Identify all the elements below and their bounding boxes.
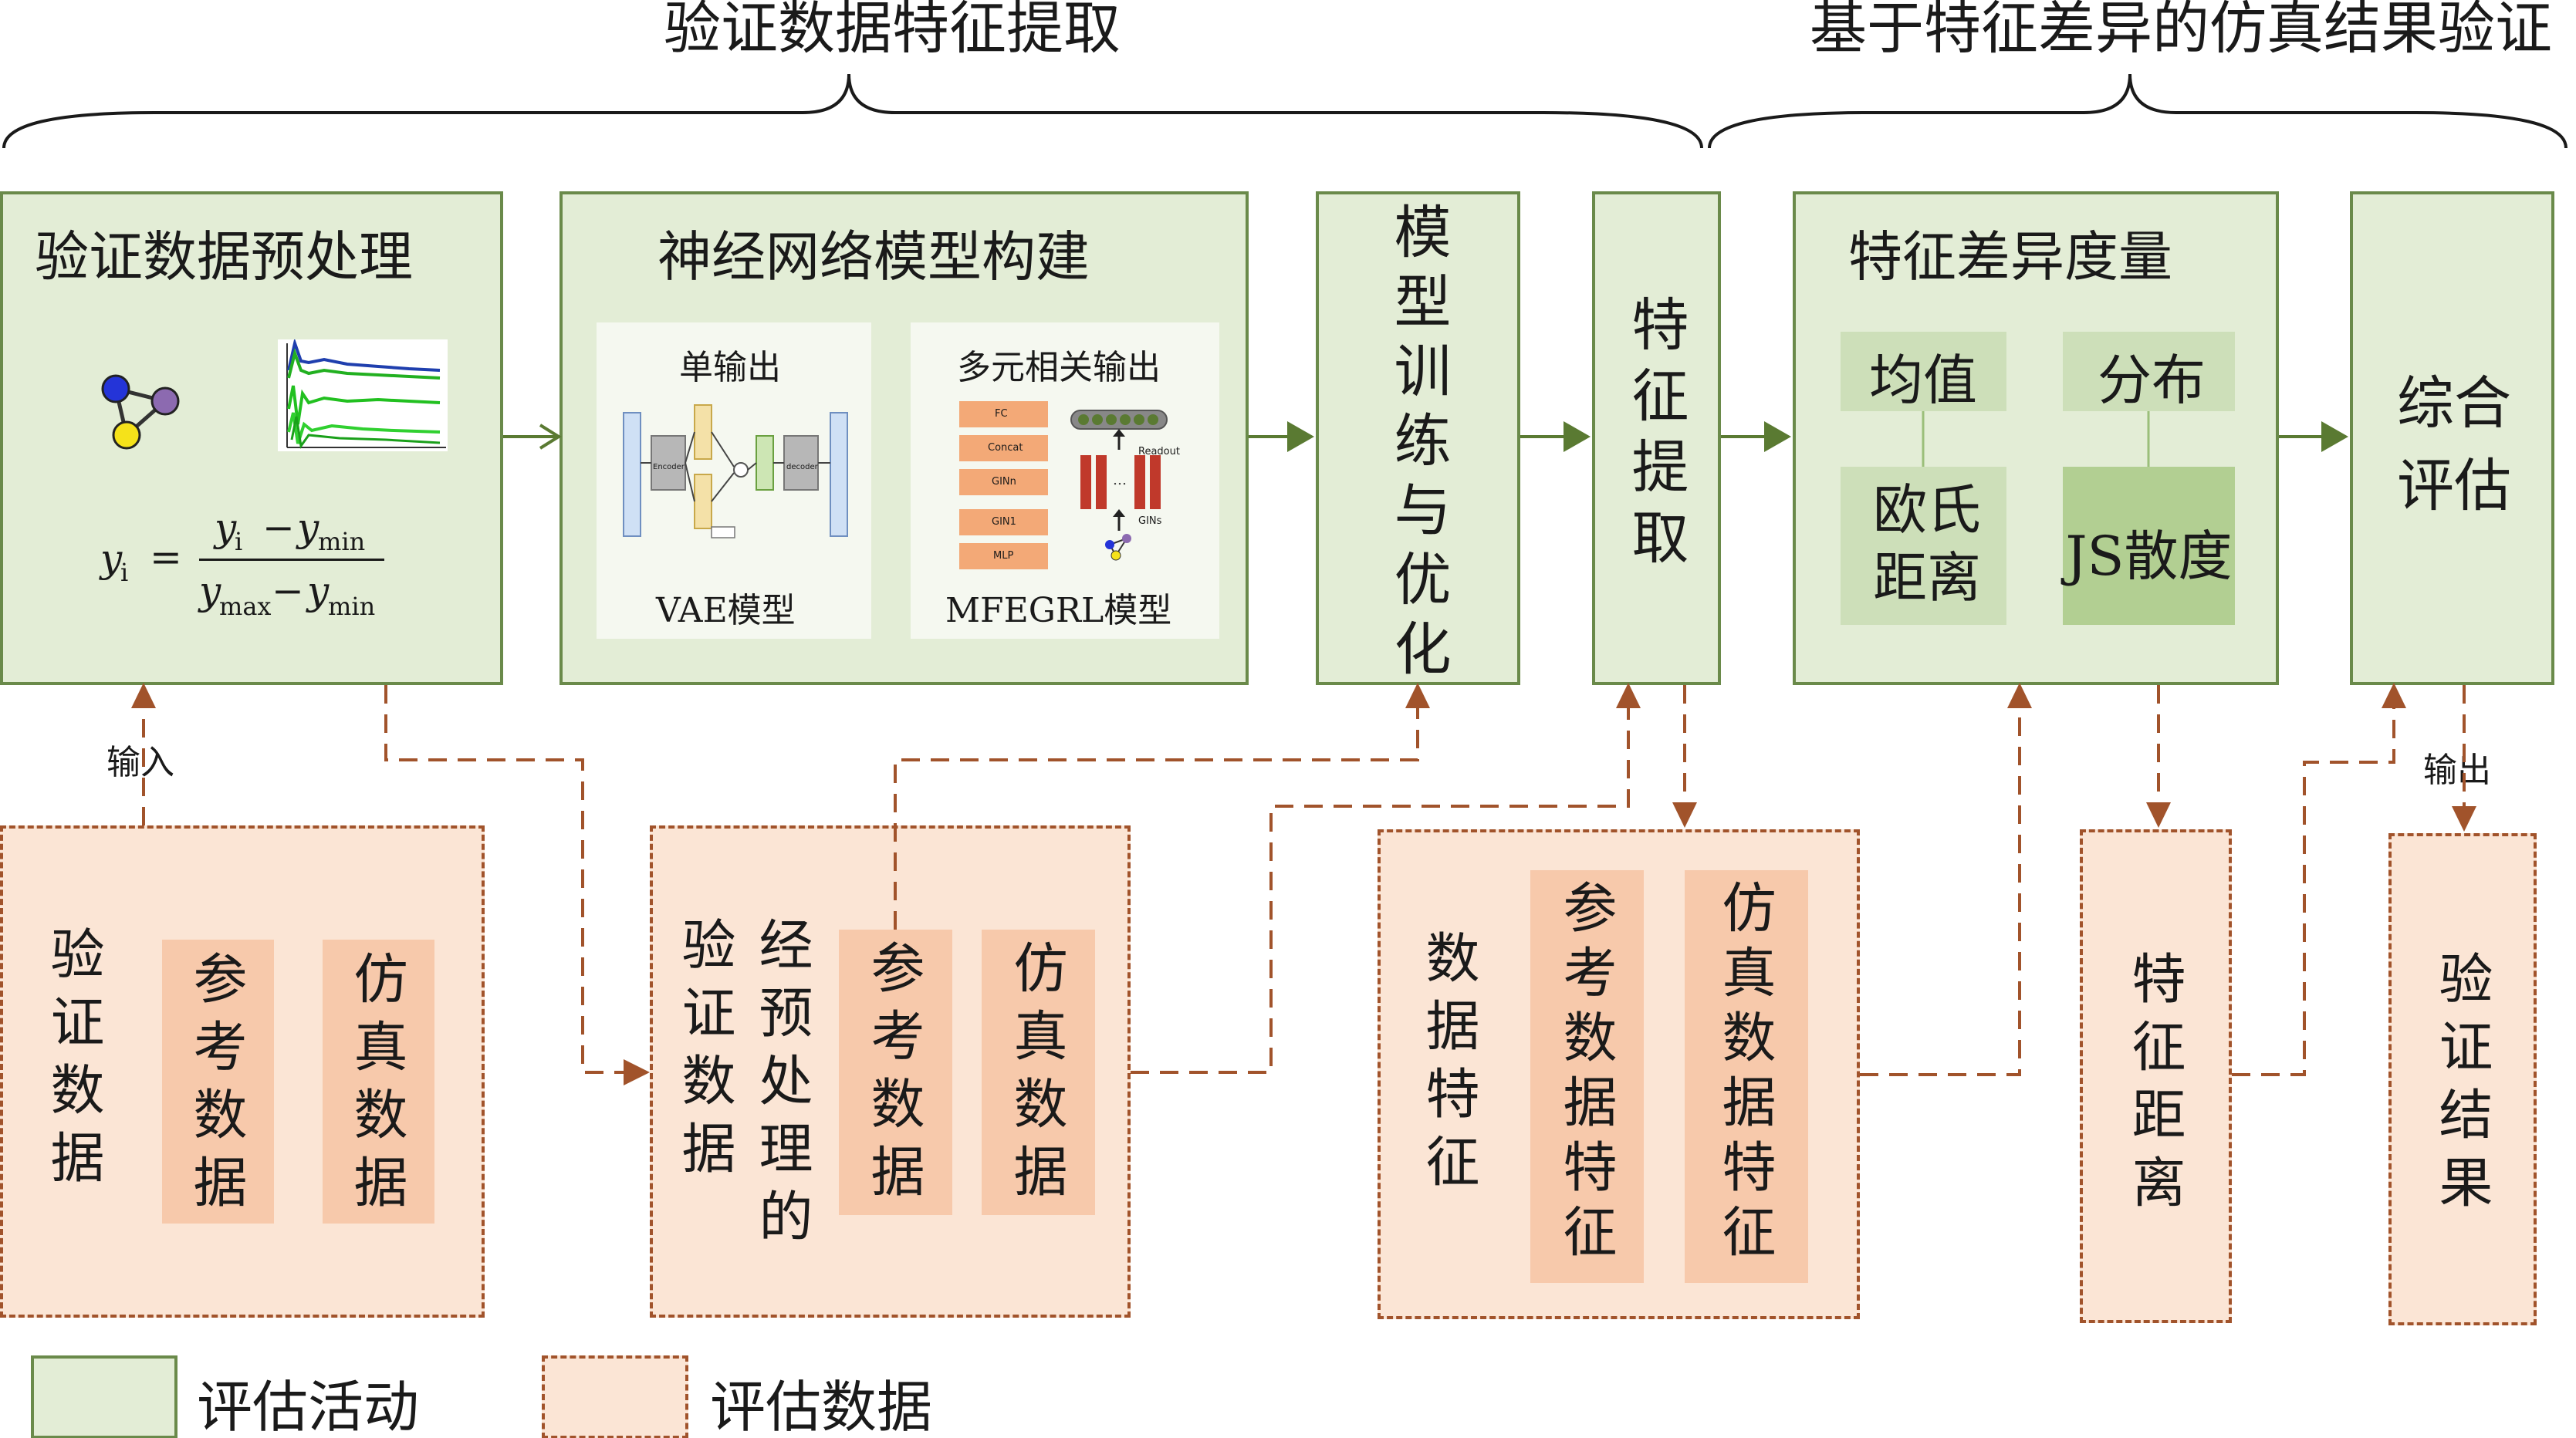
graph-icon — [99, 369, 191, 454]
mfegrl-caption: MFEGRL模型 — [945, 591, 1172, 630]
header-left-title: 验证数据特征提取 — [664, 0, 1121, 62]
features-sim-label: 仿真数据特征 — [1713, 879, 1776, 1268]
chip-js-label: JS散度 — [2065, 525, 2233, 588]
train-title: 模型训练与优化 — [1384, 202, 1451, 688]
stack-ginn — [959, 469, 1048, 495]
arrow-train-head — [1405, 683, 1430, 708]
edge-label-input: 输入 — [106, 743, 174, 782]
features-ref-label: 参考数据特征 — [1554, 879, 1618, 1268]
validation-title: 验证数据 — [42, 926, 105, 1197]
chip-js — [2063, 467, 2235, 625]
arrow-evaluate-head — [2382, 683, 2406, 708]
vae-diagram — [617, 390, 857, 552]
flow-arrow-4-head — [1764, 421, 1791, 452]
readout-diagram: … — [1065, 407, 1181, 562]
vae-decoder-label: decoder — [786, 463, 818, 471]
brace-right — [1708, 73, 2568, 149]
distance-title: 特征距离 — [2123, 950, 2186, 1222]
validation-ref-label: 参考数据 — [184, 950, 248, 1222]
arrow-extract-head — [1616, 683, 1641, 708]
arrow-result-head — [2452, 806, 2476, 832]
edge-data-to-train — [894, 708, 1419, 930]
activity-extract — [1592, 191, 1721, 685]
validation-sim — [323, 940, 434, 1224]
chip-mean-label: 均值 — [1869, 349, 1977, 412]
arrow-input-head — [131, 683, 156, 708]
fraction-bar — [199, 559, 384, 561]
features-ref — [1530, 870, 1644, 1283]
measure-title: 特征差异度量 — [1848, 225, 2172, 289]
features-title: 数据特征 — [1417, 930, 1480, 1201]
preprocessed-sim-label: 仿真数据 — [1005, 940, 1068, 1211]
edge-data-to-extract — [1131, 708, 1630, 1074]
arrow-features-head — [1672, 802, 1697, 828]
mfegrl-heading: 多元相关输出 — [957, 348, 1161, 387]
stack-gin1 — [959, 509, 1048, 535]
validation-ref — [162, 940, 274, 1224]
arrow-distance-head — [2146, 802, 2171, 828]
vae-panel — [597, 322, 871, 639]
stack-fc — [959, 401, 1048, 427]
vae-caption: VAE模型 — [656, 591, 796, 630]
svg-text:…: … — [1113, 472, 1127, 488]
evaluate-title: 综合评估 — [2397, 370, 2511, 520]
chip-distribution — [2063, 332, 2235, 411]
legend-activity-label: 评估活动 — [197, 1375, 420, 1438]
chip-mean — [1841, 332, 2006, 411]
flow-arrow-2-head — [1287, 421, 1314, 452]
preprocessed-ref-label: 参考数据 — [862, 940, 925, 1211]
edge-preprocess-to-data — [384, 685, 625, 1074]
vae-heading: 单输出 — [679, 348, 781, 387]
edge-distance-to-evaluate — [2232, 708, 2395, 1076]
edge-features-to-measure — [1860, 708, 2021, 1076]
normalization-formula: y i = y i − y min y max − y min — [100, 505, 394, 629]
arrow-measure-head — [2007, 683, 2032, 708]
brace-left — [2, 73, 1703, 149]
data-result — [2388, 833, 2537, 1325]
result-title: 验证结果 — [2430, 950, 2493, 1222]
readout-label: Readout — [1138, 446, 1180, 457]
activity-train — [1316, 191, 1520, 685]
preprocessed-ref — [839, 930, 952, 1215]
vae-encoder-label: Encoder — [653, 463, 685, 471]
timeseries-thumbnail — [278, 337, 448, 451]
preprocessed-sim — [982, 930, 1095, 1215]
features-sim — [1685, 870, 1808, 1283]
chip-distribution-label: 分布 — [2098, 349, 2206, 412]
header-right-title: 基于特征差异的仿真结果验证 — [1810, 0, 2552, 62]
activity-evaluate — [2350, 191, 2554, 685]
legend-data-swatch — [542, 1355, 688, 1438]
mfegrl-stack: FC Concat GINn GIN1 MLP — [959, 401, 1048, 579]
legend-data-label: 评估数据 — [710, 1375, 933, 1438]
chip-euclidean-label: 欧氏距离 — [1873, 478, 1981, 609]
stack-concat — [959, 435, 1048, 461]
chip-euclidean — [1841, 467, 2006, 625]
data-distance — [2080, 829, 2232, 1323]
preprocessed-title-col2: 经预处理的 — [750, 916, 813, 1256]
extract-title: 特征提取 — [1622, 295, 1689, 579]
flow-arrow-1-head — [539, 424, 562, 450]
preprocessed-title-col1: 验证数据 — [673, 916, 736, 1188]
validation-sim-label: 仿真数据 — [345, 950, 408, 1222]
preprocess-title: 验证数据预处理 — [35, 225, 413, 289]
legend-activity-swatch — [31, 1355, 177, 1438]
flow-arrow-3-head — [1564, 421, 1591, 452]
flow-arrow-5-head — [2321, 421, 2348, 452]
nn-build-title: 神经网络模型构建 — [658, 225, 1090, 289]
stack-mlp — [959, 543, 1048, 569]
arrow-preprocess-head — [624, 1059, 650, 1085]
gins-label: GINs — [1138, 515, 1162, 527]
edge-label-output: 输出 — [2423, 751, 2491, 790]
